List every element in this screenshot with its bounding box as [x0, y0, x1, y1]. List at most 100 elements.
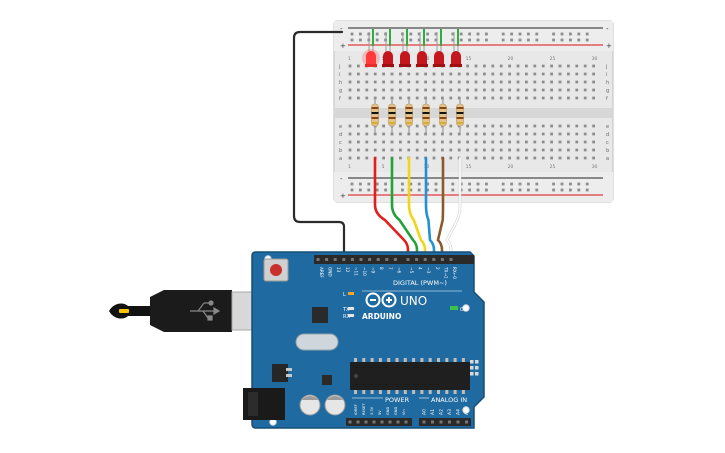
- breadboard-hole[interactable]: [373, 132, 377, 136]
- breadboard-hole[interactable]: [390, 88, 394, 92]
- rail-hole[interactable]: [552, 182, 555, 186]
- rail-hole[interactable]: [485, 38, 488, 42]
- breadboard-hole[interactable]: [541, 96, 545, 100]
- breadboard-hole[interactable]: [516, 148, 520, 152]
- breadboard-hole[interactable]: [533, 156, 537, 160]
- power-header[interactable]: [346, 418, 412, 426]
- rail-hole[interactable]: [409, 32, 413, 36]
- pin-socket[interactable]: [456, 420, 460, 424]
- rail-hole[interactable]: [417, 182, 421, 186]
- rail-hole[interactable]: [426, 182, 429, 186]
- breadboard-hole[interactable]: [474, 148, 478, 152]
- rail-hole[interactable]: [409, 188, 413, 192]
- breadboard-hole[interactable]: [483, 132, 486, 136]
- breadboard-hole[interactable]: [449, 96, 453, 100]
- breadboard-hole[interactable]: [516, 80, 520, 84]
- breadboard-hole[interactable]: [558, 124, 562, 128]
- breadboard-hole[interactable]: [499, 80, 503, 84]
- breadboard-hole[interactable]: [483, 96, 486, 100]
- breadboard-hole[interactable]: [382, 148, 385, 152]
- breadboard-hole[interactable]: [483, 124, 486, 128]
- pin-socket[interactable]: [348, 420, 352, 424]
- rail-hole[interactable]: [417, 188, 421, 192]
- breadboard-hole[interactable]: [357, 148, 360, 152]
- rail-hole[interactable]: [434, 182, 438, 186]
- breadboard-hole[interactable]: [348, 88, 352, 92]
- breadboard-hole[interactable]: [365, 140, 369, 144]
- breadboard-hole[interactable]: [483, 148, 486, 152]
- breadboard-hole[interactable]: [575, 72, 579, 76]
- resistor[interactable]: [439, 98, 447, 133]
- breadboard-hole[interactable]: [365, 124, 369, 128]
- bottom-pin-sockets[interactable]: [348, 420, 469, 424]
- rail-hole[interactable]: [468, 38, 471, 42]
- rail-hole[interactable]: [535, 32, 539, 36]
- resistor[interactable]: [422, 98, 430, 133]
- rail-hole[interactable]: [535, 182, 539, 186]
- breadboard-hole[interactable]: [382, 96, 385, 100]
- breadboard-hole[interactable]: [348, 132, 352, 136]
- breadboard-hole[interactable]: [499, 140, 503, 144]
- breadboard-hole[interactable]: [533, 88, 537, 92]
- breadboard-hole[interactable]: [550, 140, 553, 144]
- breadboard-hole[interactable]: [382, 156, 385, 160]
- breadboard-hole[interactable]: [533, 96, 537, 100]
- rail-hole[interactable]: [426, 38, 429, 42]
- rail-hole[interactable]: [375, 32, 379, 36]
- breadboard-hole[interactable]: [415, 148, 419, 152]
- breadboard-hole[interactable]: [541, 72, 545, 76]
- breadboard-hole[interactable]: [550, 64, 553, 68]
- breadboard-hole[interactable]: [466, 124, 469, 128]
- breadboard-hole[interactable]: [567, 156, 570, 160]
- breadboard-hole[interactable]: [516, 96, 520, 100]
- breadboard-hole[interactable]: [449, 148, 453, 152]
- led[interactable]: [399, 32, 411, 67]
- rail-hole[interactable]: [501, 38, 505, 42]
- breadboard-holes[interactable]: [348, 32, 595, 192]
- breadboard-hole[interactable]: [558, 72, 562, 76]
- rail-hole[interactable]: [367, 188, 371, 192]
- breadboard-hole[interactable]: [567, 132, 570, 136]
- breadboard-hole[interactable]: [567, 72, 570, 76]
- pin-socket[interactable]: [356, 420, 360, 424]
- breadboard-hole[interactable]: [390, 148, 394, 152]
- breadboard-hole[interactable]: [483, 72, 486, 76]
- breadboard-hole[interactable]: [567, 88, 570, 92]
- breadboard-hole[interactable]: [390, 72, 394, 76]
- breadboard-hole[interactable]: [541, 80, 545, 84]
- breadboard-hole[interactable]: [491, 124, 495, 128]
- rail-hole[interactable]: [384, 182, 387, 186]
- breadboard-hole[interactable]: [415, 132, 419, 136]
- rail-hole[interactable]: [552, 32, 555, 36]
- rail-hole[interactable]: [518, 188, 522, 192]
- rail-hole[interactable]: [577, 38, 581, 42]
- breadboard-hole[interactable]: [348, 156, 352, 160]
- rail-hole[interactable]: [401, 188, 404, 192]
- rail-hole[interactable]: [485, 182, 488, 186]
- breadboard-hole[interactable]: [373, 80, 377, 84]
- breadboard-hole[interactable]: [499, 72, 503, 76]
- rail-hole[interactable]: [501, 32, 505, 36]
- breadboard-hole[interactable]: [407, 148, 411, 152]
- breadboard-hole[interactable]: [525, 124, 528, 128]
- rail-hole[interactable]: [585, 38, 589, 42]
- breadboard-hole[interactable]: [567, 96, 570, 100]
- rail-hole[interactable]: [552, 38, 555, 42]
- rail-hole[interactable]: [485, 32, 488, 36]
- rail-hole[interactable]: [485, 188, 488, 192]
- breadboard-hole[interactable]: [575, 64, 579, 68]
- resistor[interactable]: [405, 98, 413, 133]
- breadboard-hole[interactable]: [516, 88, 520, 92]
- icsp-pin[interactable]: [470, 366, 474, 370]
- breadboard-hole[interactable]: [575, 96, 579, 100]
- breadboard-hole[interactable]: [508, 96, 511, 100]
- breadboard-hole[interactable]: [499, 124, 503, 128]
- breadboard-hole[interactable]: [449, 124, 453, 128]
- breadboard-hole[interactable]: [474, 96, 478, 100]
- rail-hole[interactable]: [417, 38, 421, 42]
- rail-hole[interactable]: [426, 188, 429, 192]
- rail-hole[interactable]: [577, 188, 581, 192]
- breadboard-hole[interactable]: [525, 132, 528, 136]
- rail-hole[interactable]: [501, 188, 505, 192]
